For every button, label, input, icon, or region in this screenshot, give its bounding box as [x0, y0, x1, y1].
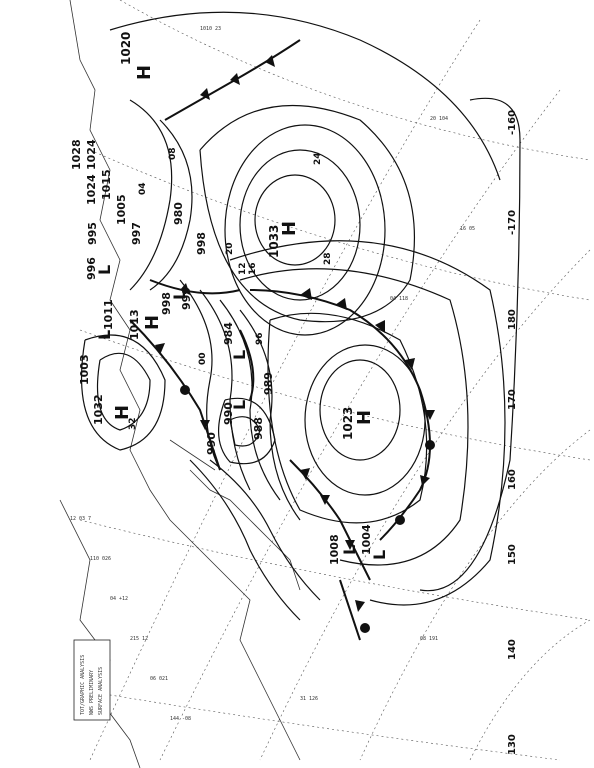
station-plots: 12 03 7 110 026 04 +12 215 12 06 021 144… [70, 26, 475, 722]
low-pressure-centers: L 998 L 984 L 990 L 1004 L 1008 L 1011 L… [85, 257, 389, 565]
pressure-value: 998 [195, 232, 208, 255]
low-center-pressure: 1004 [360, 524, 373, 555]
isobar-label: 12 [238, 262, 248, 275]
pressure-value: 989 [262, 372, 275, 395]
longitude-label: -170 [507, 210, 518, 235]
high-center-letter: H [134, 65, 155, 80]
high-center-pressure: 1013 [128, 309, 141, 340]
longitude-labels: -160 -170 180 170 160 150 140 130 [507, 110, 518, 755]
longitude-label: 170 [507, 389, 518, 410]
svg-text:215 12: 215 12 [130, 636, 148, 642]
low-center-pressure: 984 [222, 322, 235, 345]
svg-text:12 03 7: 12 03 7 [70, 516, 91, 522]
longitude-label: 130 [507, 734, 518, 755]
isobar-label: 96 [255, 332, 265, 345]
isobar-label: 00 [198, 352, 208, 365]
isobar-label: 20 [225, 242, 235, 255]
low-center-letter: L [230, 350, 249, 360]
pressure-value: 1024 [85, 139, 98, 170]
svg-text:144 -08: 144 -08 [170, 716, 191, 722]
isobar-label: 24 [313, 152, 323, 165]
lat-lon-grid [79, 0, 591, 761]
high-center-letter: H [142, 315, 163, 330]
header-line: TOT/GRAPHIC ANALYSIS [80, 655, 86, 715]
pressure-value: 1005 [115, 194, 128, 225]
isobar-label: 16 [248, 262, 258, 275]
svg-text:08 191: 08 191 [420, 636, 438, 642]
isobar-label: 32 [128, 417, 138, 430]
low-center-pressure: 996 [85, 257, 98, 280]
low-center-pressure: 990 [222, 402, 235, 425]
low-center-letter: L [95, 265, 114, 275]
pressure-value: 1024 [85, 174, 98, 205]
pressure-value: 980 [172, 202, 185, 225]
low-center-pressure: 998 [160, 292, 173, 315]
longitude-label: 150 [507, 544, 518, 565]
header-line: NWS PRELIMINARY [89, 670, 95, 715]
chart-header: TOT/GRAPHIC ANALYSIS NWS PRELIMINARY SUR… [73, 639, 111, 721]
svg-text:16 05: 16 05 [460, 226, 475, 232]
longitude-label: -160 [507, 110, 518, 135]
pressure-value: 1028 [70, 139, 83, 170]
svg-text:06 021: 06 021 [150, 676, 168, 682]
longitude-label: 180 [507, 309, 518, 330]
high-pressure-centers: H 1020 H 1033 H 1023 H 1032 H 1013 [92, 32, 375, 440]
low-center-letter: L [230, 400, 249, 410]
isobar-label: 28 [323, 252, 333, 265]
pressure-value: 997 [130, 222, 143, 245]
svg-text:04 +12: 04 +12 [110, 596, 128, 602]
svg-text:20 104: 20 104 [430, 116, 448, 122]
longitude-label: 160 [507, 469, 518, 490]
isobar-labels: 08 12 16 20 24 28 32 00 04 96 [128, 147, 333, 430]
svg-text:110 026: 110 026 [90, 556, 111, 562]
low-center-pressure: 1008 [328, 534, 341, 565]
front-symbols [155, 55, 435, 633]
isobar-label: 08 [168, 147, 178, 160]
low-center-letter: L [370, 550, 389, 560]
pressure-value: 988 [252, 417, 265, 440]
low-center-letter: L [340, 545, 359, 555]
high-center-pressure: 1020 [119, 32, 133, 65]
high-center-letter: H [279, 221, 300, 236]
low-center-pressure: 1011 [102, 299, 115, 330]
pressure-value: 1015 [100, 169, 113, 200]
high-center-pressure: 1033 [267, 225, 281, 258]
high-center-pressure: 1032 [92, 394, 105, 425]
header-line: SURFACE ANALYSIS [98, 667, 104, 715]
pressure-value: 995 [86, 222, 99, 245]
high-center-pressure: 1023 [341, 407, 355, 440]
high-center-letter: H [354, 410, 375, 425]
low-center-letter: L [95, 330, 114, 340]
svg-text:1010 23: 1010 23 [200, 26, 221, 32]
pressure-values: 1028 1024 1024 1015 1005 997 995 998 999… [70, 139, 275, 455]
pressure-value: 1003 [78, 354, 91, 385]
svg-text:31 126: 31 126 [300, 696, 318, 702]
pressure-value: 999 [180, 287, 193, 310]
longitude-label: 140 [507, 639, 518, 660]
high-center-letter: H [112, 405, 133, 420]
svg-text:04 118: 04 118 [390, 296, 408, 302]
pressure-value: 990 [205, 432, 218, 455]
isobar-label: 04 [138, 182, 148, 195]
low-center-letter: L [170, 290, 189, 300]
